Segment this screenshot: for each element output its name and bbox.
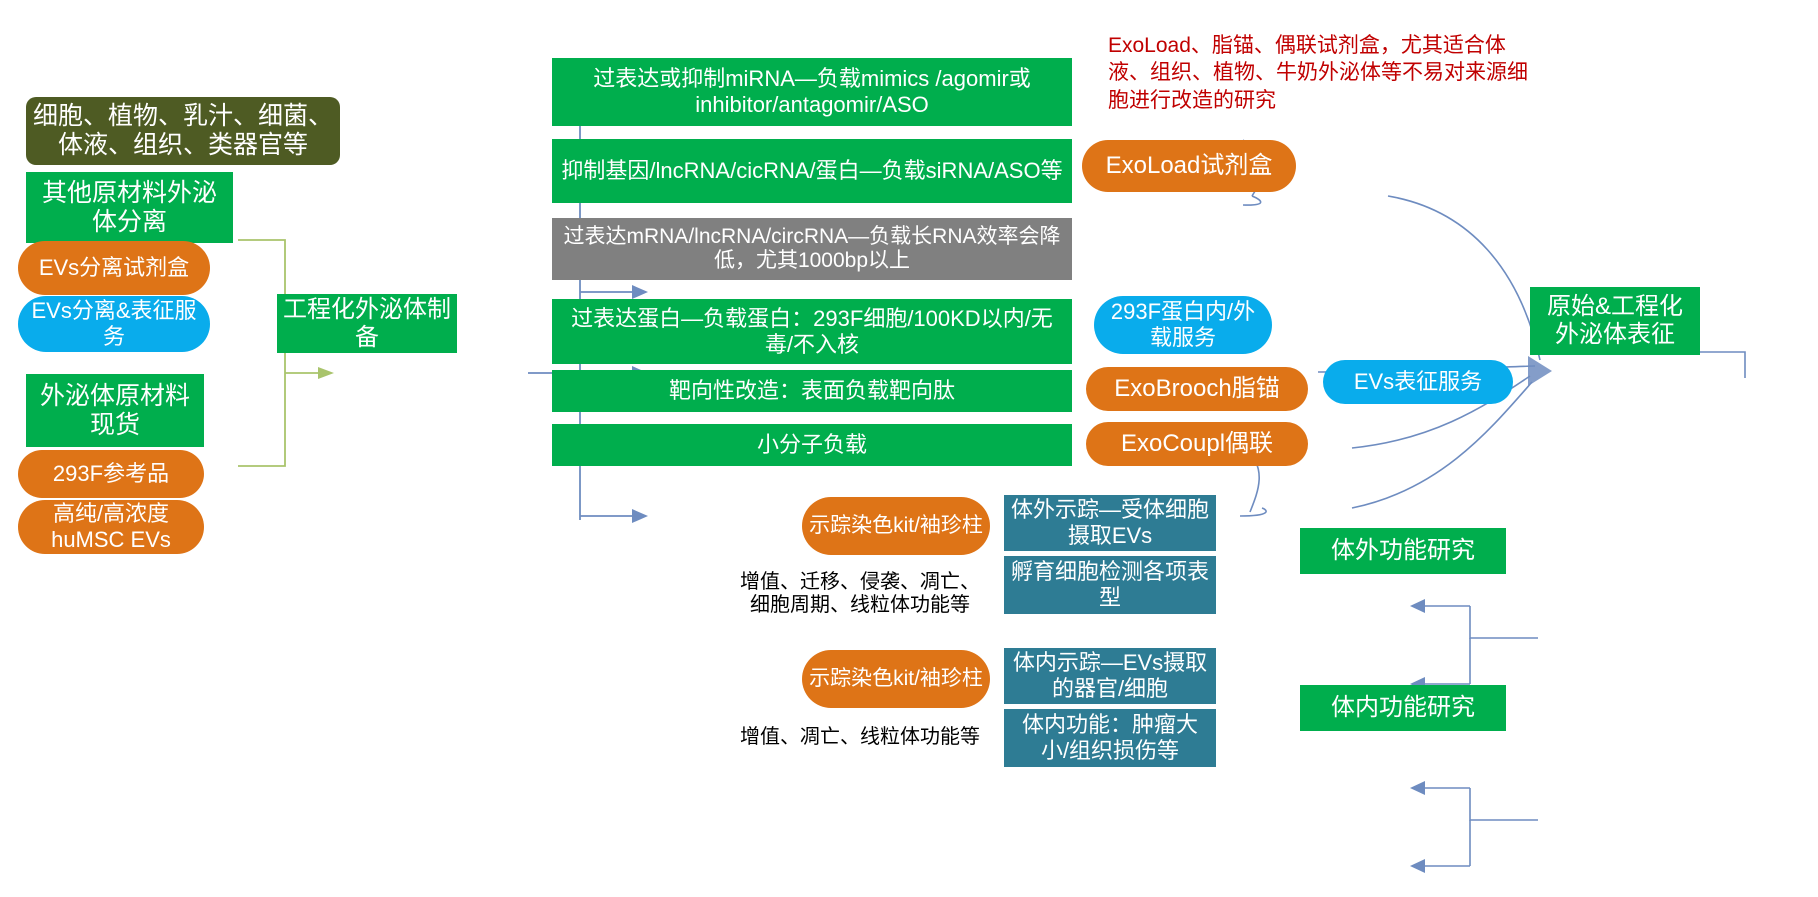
source-materials-box[interactable]: 细胞、植物、乳汁、细菌、体液、组织、类器官等 bbox=[26, 97, 340, 165]
exosome-raw-material-stock-box[interactable]: 外泌体原材料现货 bbox=[26, 374, 204, 447]
exoload-usage-note: ExoLoad、脂锚、偶联试剂盒，尤其适合体液、组织、植物、牛奶外泌体等不易对来… bbox=[1108, 34, 1528, 112]
in-vivo-tracer-kit-pill[interactable]: 示踪染色kit/袖珍柱 bbox=[802, 650, 990, 708]
method-box-targeting-peptide[interactable]: 靶向性改造：表面负载靶向肽 bbox=[552, 370, 1072, 412]
other-raw-material-isolation-box[interactable]: 其他原材料外泌体分离 bbox=[26, 172, 233, 243]
exosome-characterization-box[interactable]: 原始&工程化外泌体表征 bbox=[1530, 287, 1700, 355]
293f-reference-pill[interactable]: 293F参考品 bbox=[18, 450, 204, 498]
method-box-gene-inhibition[interactable]: 抑制基因/lncRNA/cicRNA/蛋白—负载siRNA/ASO等 bbox=[552, 139, 1072, 203]
evs-characterization-service-pill[interactable]: EVs表征服务 bbox=[1323, 360, 1513, 404]
humsc-evs-pill[interactable]: 高纯/高浓度huMSC EVs bbox=[18, 500, 204, 554]
method-box-protein[interactable]: 过表达蛋白—负载蛋白：293F细胞/100KD以内/无毒/不入核 bbox=[552, 299, 1072, 364]
in-vivo-function-box[interactable]: 体内功能：肿瘤大小/组织损伤等 bbox=[1004, 709, 1216, 767]
in-vitro-tracer-kit-pill[interactable]: 示踪染色kit/袖珍柱 bbox=[802, 497, 990, 555]
in-vitro-function-study-box[interactable]: 体外功能研究 bbox=[1300, 528, 1506, 574]
method-box-mirna[interactable]: 过表达或抑制miRNA—负载mimics /agomir或inhibitor/a… bbox=[552, 58, 1072, 126]
293f-protein-loading-service-pill[interactable]: 293F蛋白内/外载服务 bbox=[1094, 296, 1272, 354]
in-vitro-assay-note: 增值、迁移、侵袭、凋亡、细胞周期、线粒体功能等 bbox=[740, 570, 980, 616]
in-vitro-phenotype-box[interactable]: 孵育细胞检测各项表型 bbox=[1004, 556, 1216, 614]
in-vitro-tracking-box[interactable]: 体外示踪—受体细胞摄取EVs bbox=[1004, 495, 1216, 551]
in-vivo-function-study-box[interactable]: 体内功能研究 bbox=[1300, 685, 1506, 731]
exobrooch-lipid-anchor-pill[interactable]: ExoBrooch脂锚 bbox=[1086, 367, 1308, 411]
evs-isolation-kit-pill[interactable]: EVs分离试剂盒 bbox=[18, 241, 210, 295]
in-vivo-tracking-box[interactable]: 体内示踪—EVs摄取的器官/细胞 bbox=[1004, 648, 1216, 704]
method-box-long-rna[interactable]: 过表达mRNA/lncRNA/circRNA—负载长RNA效率会降低，尤其100… bbox=[552, 218, 1072, 280]
engineered-exosome-prep-box[interactable]: 工程化外泌体制备 bbox=[277, 294, 457, 353]
exoload-kit-pill[interactable]: ExoLoad试剂盒 bbox=[1082, 140, 1296, 192]
evs-isolation-characterization-service-pill[interactable]: EVs分离&表征服务 bbox=[18, 296, 210, 352]
method-box-small-molecule[interactable]: 小分子负载 bbox=[552, 424, 1072, 466]
in-vivo-assay-note: 增值、凋亡、线粒体功能等 bbox=[740, 726, 980, 749]
exocoupl-conjugation-pill[interactable]: ExoCoupl偶联 bbox=[1086, 422, 1308, 466]
